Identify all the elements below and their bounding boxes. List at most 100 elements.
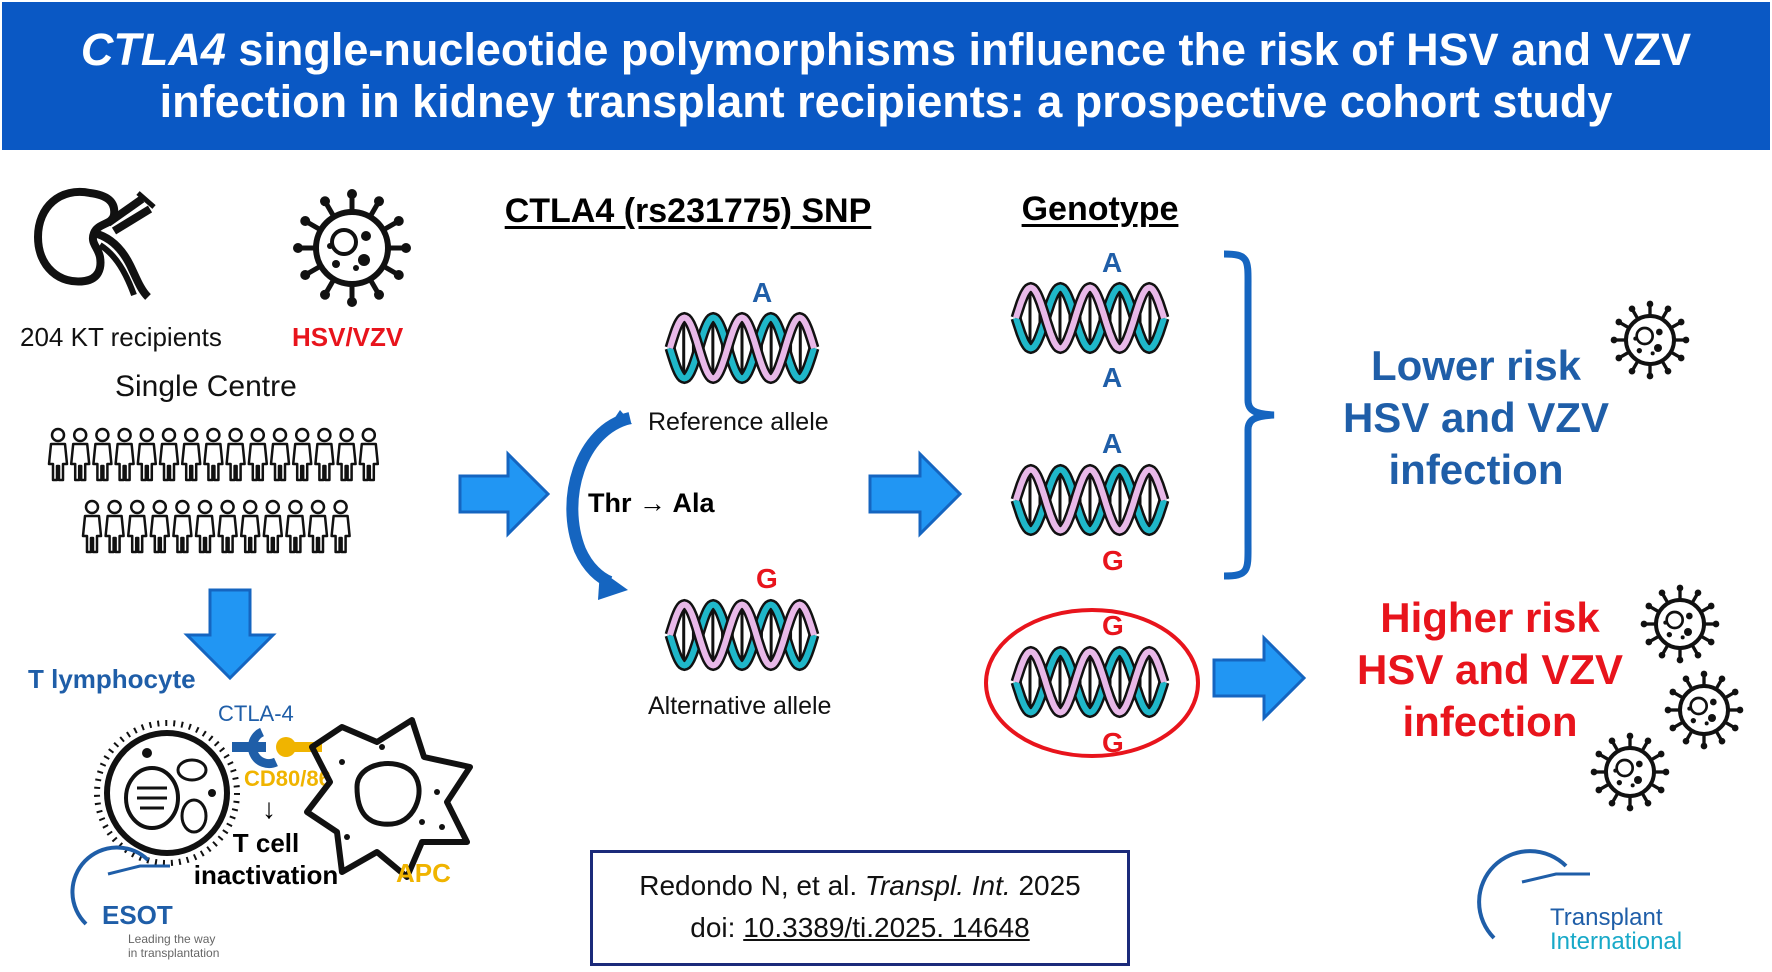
- dna-icon: [1010, 645, 1170, 719]
- ctla4-label: CTLA-4: [218, 701, 294, 726]
- genotype-gg-top: G: [1102, 610, 1124, 641]
- citation-authors-line: Redondo N, et al. Transpl. Int. 2025: [593, 865, 1127, 907]
- citation-year: 2025: [1010, 870, 1081, 901]
- person-icon: [172, 499, 193, 554]
- apc-label: APC: [396, 858, 451, 888]
- person-icon: [104, 499, 125, 554]
- kidney-icon: [33, 187, 156, 300]
- substitution-label: Thr → Ala: [588, 488, 715, 518]
- transplant-international-logo-icon: [1477, 849, 1590, 940]
- citation-box: Redondo N, et al. Transpl. Int. 2025 doi…: [590, 850, 1130, 966]
- person-icon: [69, 427, 91, 482]
- down-arrow-symbol: ↓: [262, 793, 276, 824]
- title-gene: CTLA4: [80, 24, 226, 75]
- citation-doi-line: doi: 10.3389/ti.2025. 14648: [593, 907, 1127, 949]
- person-icon: [92, 427, 113, 482]
- arrow-right-icon: [458, 450, 551, 538]
- journal-logo-line-1: Transplant: [1550, 904, 1663, 931]
- person-icon: [114, 427, 135, 482]
- person-icon: [217, 499, 238, 554]
- apc-icon: [304, 717, 473, 880]
- person-icon: [239, 499, 261, 554]
- esot-tagline-2: in transplantation: [128, 946, 220, 960]
- person-icon: [358, 427, 380, 482]
- virus-icon: [1590, 732, 1670, 812]
- alt-allele-letter: G: [756, 563, 778, 594]
- citation-authors: Redondo N, et al.: [639, 870, 865, 901]
- virus-icon: [1610, 300, 1690, 380]
- esot-logo-icon: [70, 845, 170, 926]
- ref-allele-letter: A: [752, 277, 773, 308]
- esot-name: ESOT: [102, 900, 173, 930]
- title-line-1: CTLA4 single-nucleotide polymorphisms in…: [2, 24, 1770, 76]
- person-icon: [47, 427, 69, 482]
- dna-icon: [664, 598, 820, 672]
- virus-label: HSV/VZV: [292, 322, 404, 352]
- cd80-label: CD80/86: [244, 766, 331, 791]
- snp-heading: CTLA4 (rs231775) SNP: [504, 192, 872, 230]
- curved-arrow-icon: [566, 410, 632, 600]
- genotype-gg-bottom: G: [1102, 727, 1124, 758]
- person-icon: [81, 499, 103, 554]
- title-line-1-text: single-nucleotide polymorphisms influenc…: [225, 24, 1692, 75]
- lower-risk-line-2: HSV and VZV: [1342, 394, 1610, 441]
- recipients-label: 204 KT recipients: [20, 322, 222, 352]
- t-cell-line-1: T cell: [232, 828, 300, 858]
- dna-icon: [1010, 463, 1170, 537]
- person-icon: [194, 499, 216, 554]
- journal-logo-line-2: International: [1550, 928, 1683, 955]
- person-icon: [336, 427, 357, 482]
- lower-risk-text: Lower risk HSV and VZV infection: [1343, 340, 1609, 496]
- person-icon: [180, 427, 202, 482]
- lower-risk-line-3: infection: [1388, 446, 1564, 493]
- genotype-ag-top: A: [1102, 428, 1123, 459]
- virus-icon: [1640, 584, 1720, 664]
- esot-tagline-1: Leading the way: [128, 932, 216, 946]
- person-icon: [262, 499, 284, 554]
- higher-risk-line-1: Higher risk: [1380, 594, 1600, 641]
- arrow-right-icon: [1212, 634, 1307, 722]
- virus-icon: [293, 189, 411, 307]
- lower-risk-line-1: Lower risk: [1370, 342, 1582, 389]
- t-cell-icon: [94, 720, 240, 866]
- genotype-gg-oval: [984, 608, 1200, 758]
- doi-prefix: doi:: [690, 912, 744, 943]
- person-icon: [158, 427, 180, 482]
- cohort-people: [47, 427, 380, 554]
- genotype-aa-bottom: A: [1102, 362, 1123, 393]
- virus-icon: [1664, 670, 1744, 750]
- person-icon: [330, 499, 351, 554]
- person-icon: [136, 427, 158, 482]
- ref-allele-label: Reference allele: [648, 408, 829, 436]
- t-lymphocyte-label: T lymphocyte: [28, 664, 196, 694]
- dna-icon: [1010, 281, 1170, 355]
- person-icon: [126, 499, 148, 554]
- higher-risk-line-3: infection: [1402, 698, 1578, 745]
- t-cell-line-2: inactivation: [193, 860, 339, 890]
- higher-risk-line-2: HSV and VZV: [1356, 646, 1624, 693]
- title-line-2: infection in kidney transplant recipient…: [159, 76, 1613, 127]
- arrow-right-icon: [868, 450, 963, 538]
- arrow-down-icon: [183, 588, 277, 681]
- person-icon: [269, 427, 291, 482]
- receptor-icon: [232, 727, 322, 769]
- alt-allele-label: Alternative allele: [648, 692, 832, 720]
- doi-link[interactable]: 10.3389/ti.2025. 14648: [743, 912, 1030, 943]
- bracket-icon: [1223, 250, 1275, 580]
- citation-journal: Transpl. Int.: [864, 870, 1011, 901]
- genotype-heading: Genotype: [1021, 190, 1179, 228]
- genotype-aa-top: A: [1102, 247, 1123, 278]
- title-banner: CTLA4 single-nucleotide polymorphisms in…: [2, 2, 1770, 150]
- higher-risk-text: Higher risk HSV and VZV infection: [1357, 592, 1623, 748]
- person-icon: [149, 499, 171, 554]
- person-icon: [225, 427, 246, 482]
- person-icon: [291, 427, 313, 482]
- person-icon: [285, 499, 306, 554]
- dna-icon: [664, 311, 820, 385]
- person-icon: [314, 427, 335, 482]
- centre-label: Single Centre: [115, 370, 297, 403]
- genotype-ag-bottom: G: [1102, 545, 1124, 576]
- person-icon: [307, 499, 329, 554]
- person-icon: [247, 427, 269, 482]
- person-icon: [203, 427, 224, 482]
